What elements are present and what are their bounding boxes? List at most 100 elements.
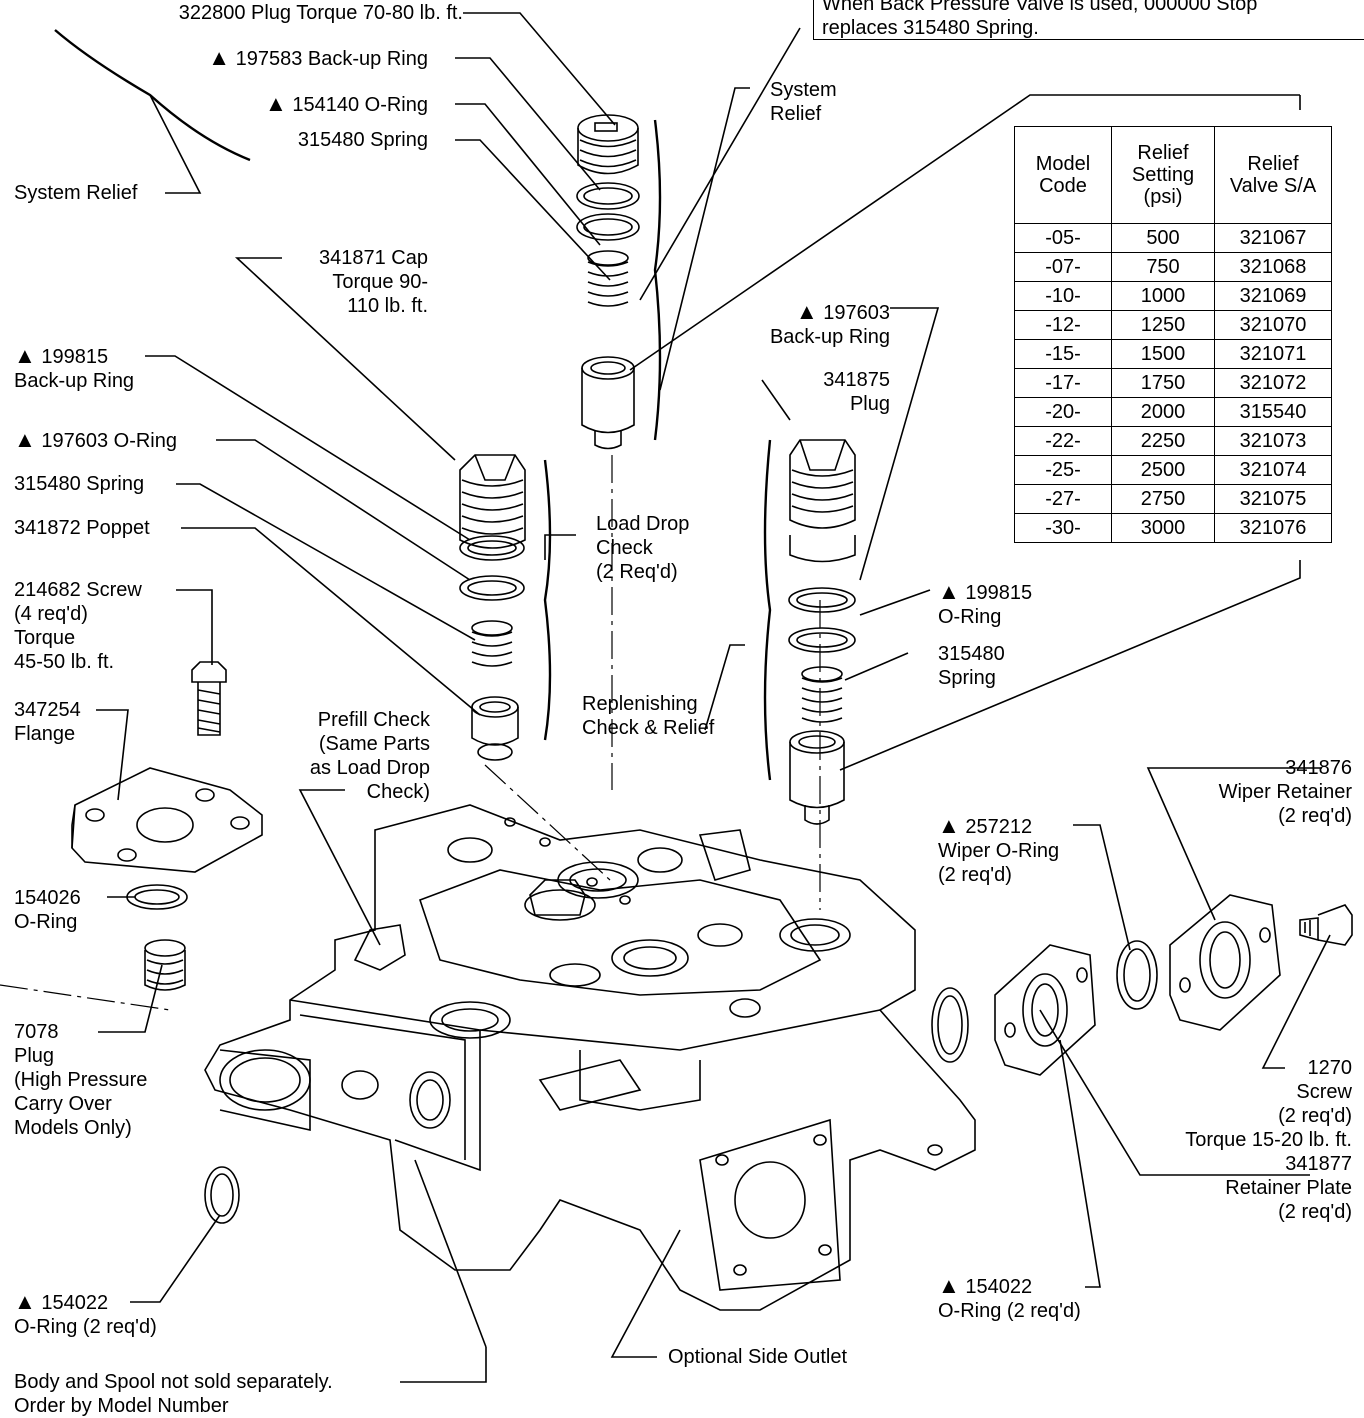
cell-model-code: -20- — [1014, 397, 1112, 427]
new-part-triangle-icon: ▲ — [938, 813, 960, 838]
label-cap-341871: 341871 Cap Torque 90- 110 lb. ft. — [319, 247, 428, 317]
label-oring-154026: 154026 O-Ring — [14, 887, 81, 933]
cell-model-code: -30- — [1014, 513, 1112, 543]
label-oring-154022-right: ▲ 154022 O-Ring (2 req'd) — [938, 1273, 1081, 1323]
label-screw-1270: 1270 Screw (2 req'd) Torque 15-20 lb. ft… — [1185, 1057, 1352, 1151]
cell-relief-valve: 321069 — [1214, 281, 1332, 311]
cell-relief-valve: 321067 — [1214, 223, 1332, 253]
back-pressure-note: When Back Pressure Valve is used, 000000… — [813, 0, 1364, 40]
label-spring-315480-left: 315480 Spring — [14, 473, 145, 495]
label-spring-315480-right: 315480 Spring — [938, 643, 1005, 689]
cell-relief-valve: 321072 — [1214, 368, 1332, 398]
label-spring-315480-top: 315480 Spring — [297, 129, 428, 151]
braces — [54, 29, 772, 781]
note-line-2: replaces 315480 Spring. — [822, 17, 1039, 39]
label-flange-347254: 347254 Flange — [14, 699, 81, 745]
left-small-parts — [126, 884, 240, 1224]
col-relief-setting: Relief Setting (psi) — [1111, 126, 1215, 224]
label-backup-197603: ▲ 197603 Back-up Ring — [769, 299, 890, 349]
new-part-triangle-icon: ▲ — [265, 91, 287, 116]
label-poppet-341872: 341872 Poppet — [14, 517, 150, 539]
label-plug-322800: 322800 Plug Torque 70-80 lb. ft. — [178, 2, 463, 24]
leader-lines — [96, 12, 1331, 1358]
cell-model-code: -17- — [1014, 368, 1112, 398]
label-prefill-check: Prefill Check (Same Parts as Load Drop C… — [309, 709, 430, 803]
cell-model-code: -05- — [1014, 223, 1112, 253]
label-oring-199815: ▲ 199815 O-Ring — [938, 579, 1033, 629]
table-header-row: Model Code Relief Setting (psi) Relief V… — [1014, 126, 1332, 224]
cell-model-code: -12- — [1014, 310, 1112, 340]
new-part-triangle-icon: ▲ — [14, 343, 36, 368]
cell-model-code: -10- — [1014, 281, 1112, 311]
note-line-1: When Back Pressure Valve is used, 000000… — [822, 0, 1258, 15]
cell-relief-setting: 750 — [1111, 252, 1215, 282]
cell-relief-valve: 321076 — [1214, 513, 1332, 543]
cell-relief-valve: 321075 — [1214, 484, 1332, 514]
cell-relief-valve: 315540 — [1214, 397, 1332, 427]
cell-relief-setting: 500 — [1111, 223, 1215, 253]
new-part-triangle-icon: ▲ — [795, 299, 818, 324]
cell-relief-setting: 2250 — [1111, 426, 1215, 456]
cell-relief-valve: 321074 — [1214, 455, 1332, 485]
label-wiper-oring-257212: ▲ 257212 Wiper O-Ring (2 req'd) — [938, 813, 1060, 887]
cell-model-code: -07- — [1014, 252, 1112, 282]
load-drop-check-stack — [459, 454, 526, 761]
cell-relief-setting: 1500 — [1111, 339, 1215, 369]
valve-body — [204, 804, 976, 1311]
label-screw-214682: 214682 Screw (4 req'd) Torque 45-50 lb. … — [14, 579, 142, 673]
cell-relief-setting: 1000 — [1111, 281, 1215, 311]
relief-setting-table: Model Code Relief Setting (psi) Relief V… — [1014, 126, 1332, 543]
cell-relief-valve: 321071 — [1214, 339, 1332, 369]
label-system-relief-top: System Relief — [770, 79, 837, 125]
cell-relief-setting: 2750 — [1111, 484, 1215, 514]
new-part-triangle-icon: ▲ — [208, 45, 231, 70]
col-relief-valve: Relief Valve S/A — [1214, 126, 1332, 224]
label-backup-197583: ▲ 197583 Back-up Ring — [208, 45, 428, 71]
label-backup-199815: ▲ 199815 Back-up Ring — [14, 343, 135, 393]
cell-model-code: -22- — [1014, 426, 1112, 456]
right-wiper-parts — [931, 894, 1353, 1076]
label-body-and-spool: Body and Spool not sold separately. Orde… — [14, 1371, 333, 1417]
label-oring-197603: ▲ 197603 O-Ring — [14, 427, 177, 453]
new-part-triangle-icon: ▲ — [14, 427, 36, 452]
replenishing-check-stack — [788, 439, 856, 825]
cell-relief-valve: 321073 — [1214, 426, 1332, 456]
cell-model-code: -15- — [1014, 339, 1112, 369]
label-wiper-retainer-341876: 341876 Wiper Retainer (2 req'd) — [1218, 757, 1352, 827]
cell-relief-setting: 2500 — [1111, 455, 1215, 485]
label-optional-side-outlet: Optional Side Outlet — [668, 1346, 847, 1368]
col-model-code: Model Code — [1014, 126, 1112, 224]
label-replenishing-check: Replenishing Check & Relief — [582, 693, 715, 739]
label-plug-7078: 7078 Plug (High Pressure Carry Over Mode… — [14, 1021, 148, 1139]
label-system-relief-left: System Relief — [14, 182, 138, 204]
label-retainer-plate-341877: 341877 Retainer Plate (2 req'd) — [1225, 1153, 1352, 1223]
screw-and-flange — [71, 661, 263, 873]
label-oring-154022-left: ▲ 154022 O-Ring (2 req'd) — [14, 1289, 157, 1339]
cell-relief-setting: 1750 — [1111, 368, 1215, 398]
new-part-triangle-icon: ▲ — [14, 1289, 36, 1314]
cell-relief-setting: 3000 — [1111, 513, 1215, 543]
cell-model-code: -25- — [1014, 455, 1112, 485]
cell-relief-valve: 321068 — [1214, 252, 1332, 282]
cell-relief-setting: 2000 — [1111, 397, 1215, 427]
new-part-triangle-icon: ▲ — [938, 1273, 960, 1298]
cell-relief-valve: 321070 — [1214, 310, 1332, 340]
new-part-triangle-icon: ▲ — [938, 579, 960, 604]
label-plug-341875: 341875 Plug — [823, 369, 890, 415]
label-load-drop-check: Load Drop Check (2 Req'd) — [596, 513, 690, 583]
system-relief-stack — [576, 114, 640, 450]
label-oring-154140: ▲ 154140 O-Ring — [265, 91, 428, 117]
